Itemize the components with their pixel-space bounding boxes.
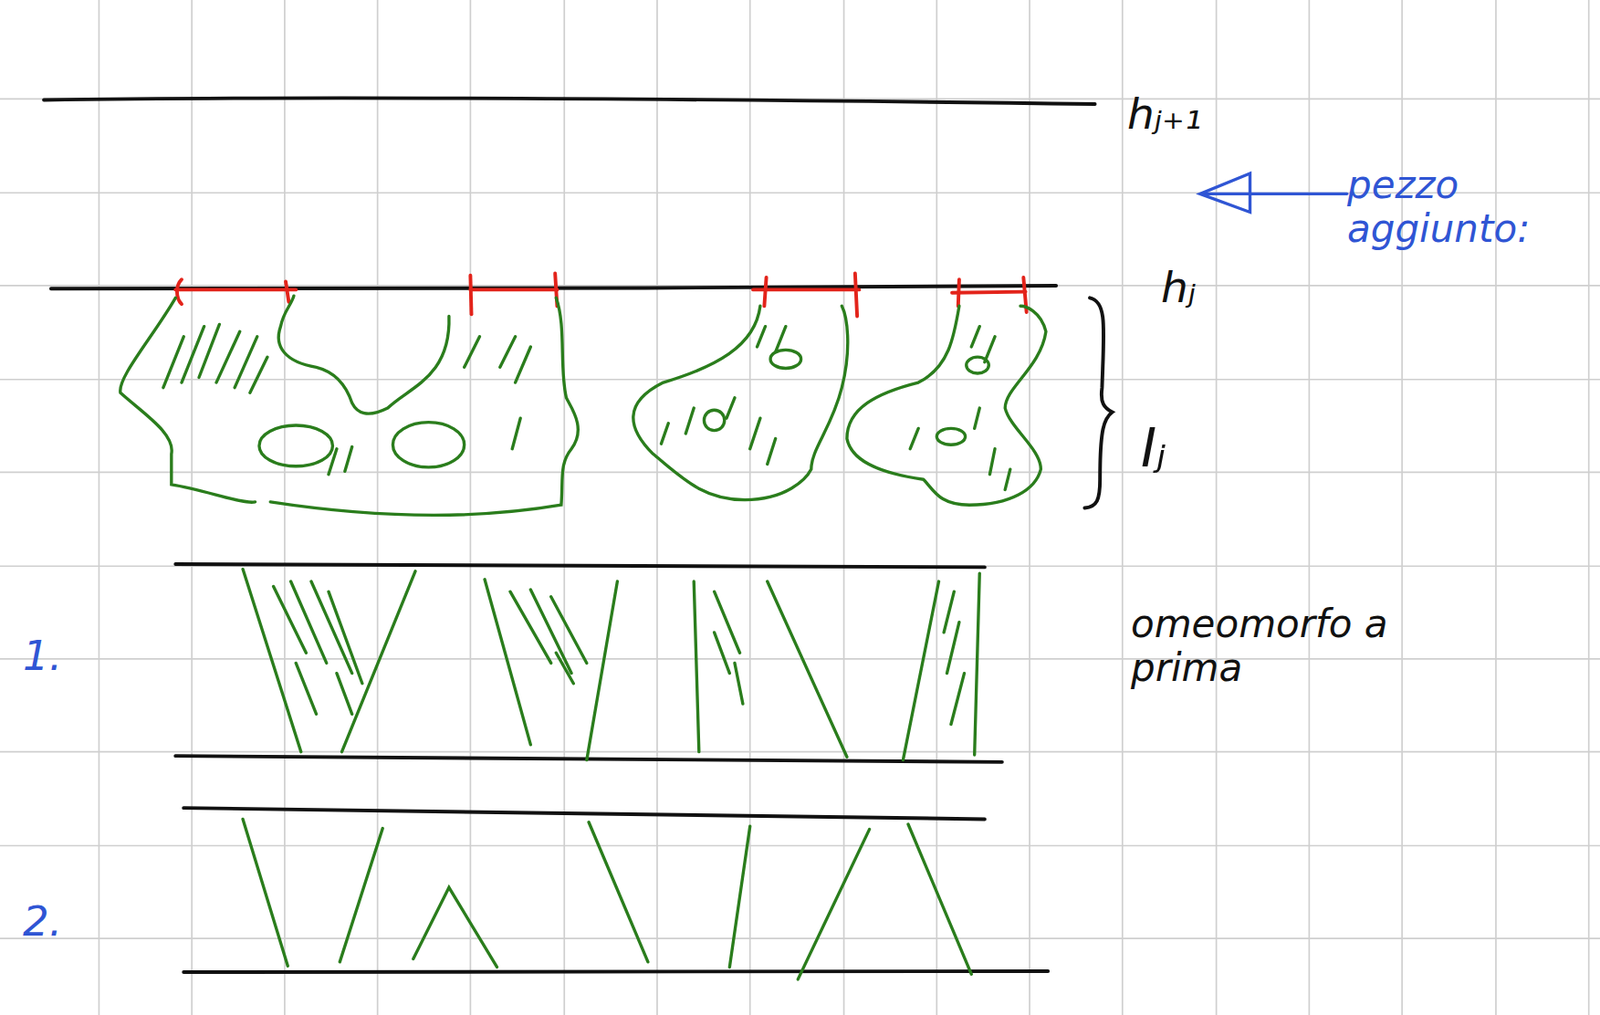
added-piece-intervals bbox=[175, 273, 1026, 317]
green-regions bbox=[120, 295, 1046, 980]
interval-label: Iⱼ bbox=[1140, 418, 1166, 480]
callout-number: 2. bbox=[22, 898, 63, 946]
callout-arrow bbox=[1200, 173, 1348, 212]
level-label: hⱼ₊₁ bbox=[1127, 89, 1203, 139]
callout-note: pezzo aggiunto: bbox=[1347, 163, 1592, 252]
callout-number: 1. bbox=[22, 632, 63, 680]
level-lines bbox=[43, 97, 1113, 973]
note-text: omeomorfo a prima bbox=[1130, 602, 1498, 691]
level-label: hⱼ bbox=[1160, 262, 1196, 313]
